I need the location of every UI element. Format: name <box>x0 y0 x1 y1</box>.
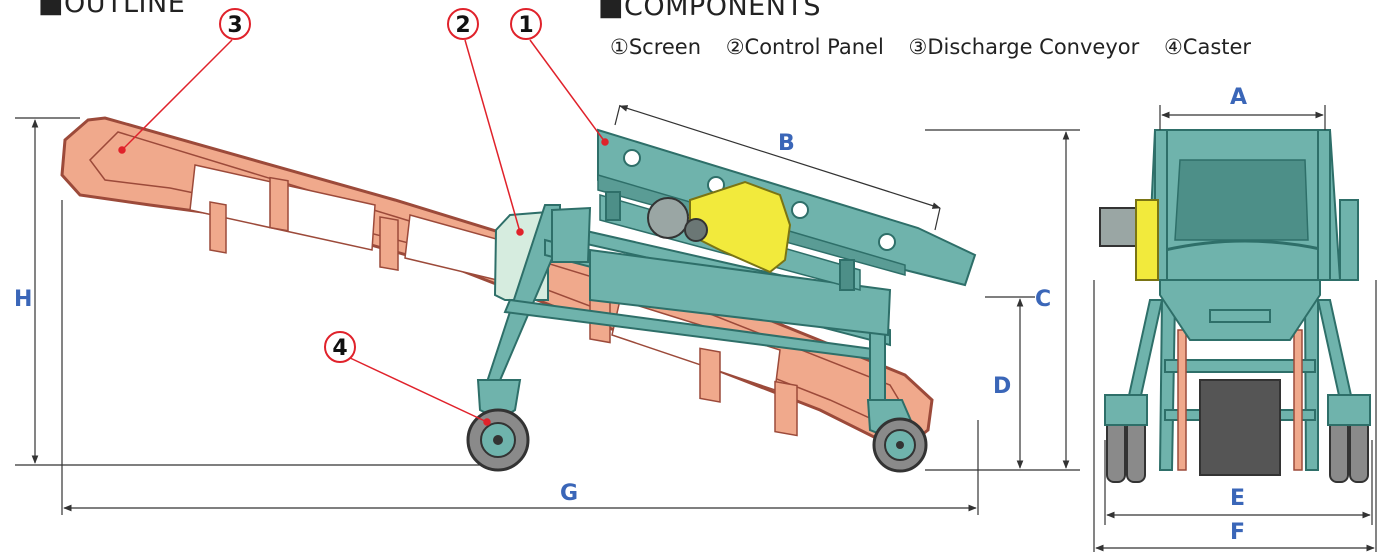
callout-4: 4 <box>324 331 356 363</box>
callout-1: 1 <box>510 8 542 40</box>
dimension-lines <box>15 104 1377 552</box>
dim-label-h: H <box>14 287 32 312</box>
components-heading: ■COMPONENTS <box>598 0 822 22</box>
dim-label-b: B <box>778 131 795 156</box>
side-view <box>60 116 977 473</box>
dimension-labels: H G C D B A E F <box>14 85 1247 545</box>
dim-label-a: A <box>1230 85 1247 110</box>
component-discharge-conveyor: ③Discharge Conveyor <box>908 35 1140 59</box>
left-caster <box>466 379 530 472</box>
callout-2: 2 <box>447 8 479 40</box>
component-caster: ④Caster <box>1163 35 1252 59</box>
dim-label-c: C <box>1035 287 1051 312</box>
callout-3: 3 <box>219 8 251 40</box>
frame <box>484 204 892 406</box>
svg-text:4: 4 <box>332 336 347 361</box>
outline-heading: ■OUTLINE <box>38 0 186 19</box>
component-control-panel: ②Control Panel <box>725 35 884 59</box>
component-screen: ①Screen <box>610 35 702 59</box>
svg-text:3: 3 <box>227 13 242 38</box>
dim-label-d: D <box>993 374 1011 399</box>
svg-text:2: 2 <box>455 13 470 38</box>
dim-label-g: G <box>560 481 578 506</box>
callout-markers: 3 2 1 4 <box>219 8 542 363</box>
right-caster <box>866 399 928 473</box>
callout-leaders <box>118 39 609 426</box>
svg-text:1: 1 <box>518 13 533 38</box>
dim-label-e: E <box>1230 486 1245 511</box>
dim-label-f: F <box>1230 520 1245 545</box>
front-view <box>1099 129 1371 483</box>
components-list: ①Screen ②Control Panel ③Discharge Convey… <box>610 35 1269 59</box>
